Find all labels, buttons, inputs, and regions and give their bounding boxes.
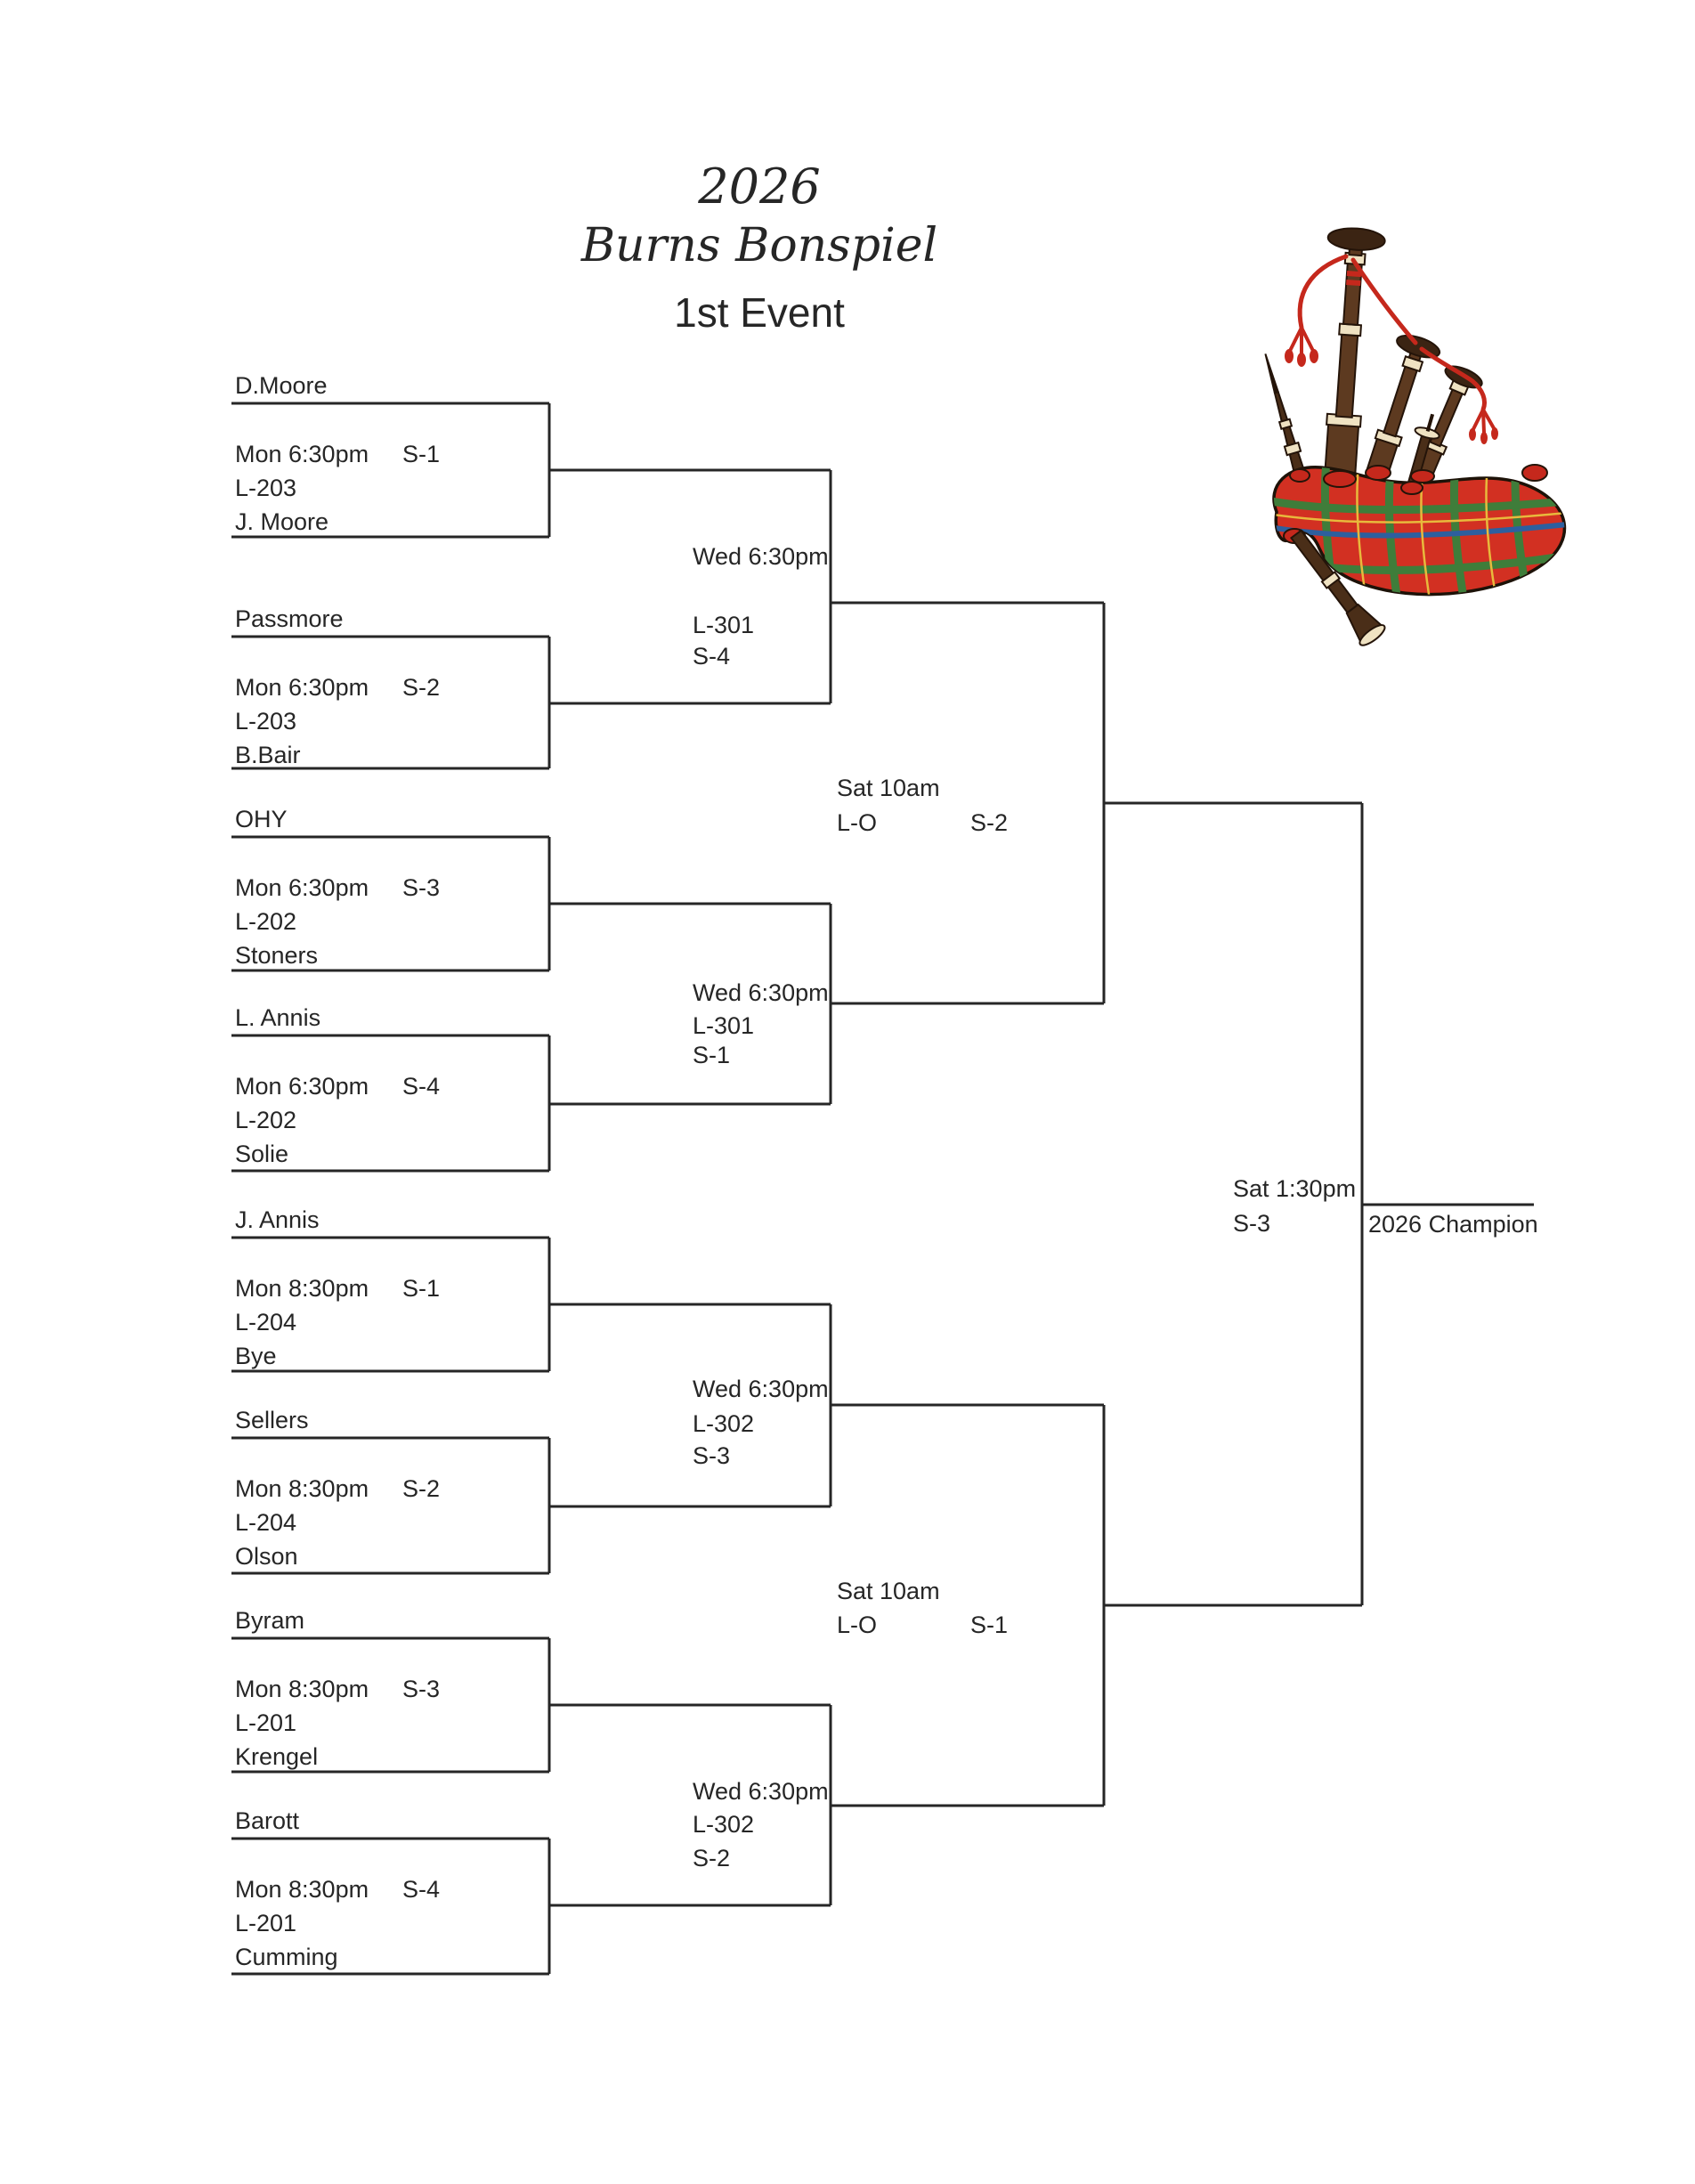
- game-time: Mon 6:30pm: [235, 674, 369, 701]
- player-bottom: J. Moore: [235, 508, 329, 535]
- location: L-202: [235, 1107, 297, 1133]
- game-time: Wed 6:30pm: [693, 543, 829, 570]
- player-top: Passmore: [235, 605, 344, 632]
- game-time: Mon 6:30pm: [235, 874, 369, 901]
- sheet: S-3: [1233, 1210, 1271, 1237]
- title-name: Burns Bonspiel: [580, 219, 938, 272]
- player-bottom: Stoners: [235, 942, 319, 969]
- sheet: S-1: [693, 1042, 731, 1068]
- location: L-201: [235, 1709, 297, 1736]
- sheet: S-4: [402, 1876, 441, 1903]
- game-time: Sat 1:30pm: [1233, 1175, 1357, 1202]
- sheet: S-1: [402, 441, 441, 467]
- location: L-O: [837, 809, 878, 836]
- game-time: Mon 6:30pm: [235, 1073, 369, 1100]
- location: L-204: [235, 1309, 297, 1336]
- sheet: S-4: [693, 643, 731, 670]
- game-time: Mon 6:30pm: [235, 441, 369, 467]
- sheet: S-2: [402, 1475, 441, 1502]
- location: L-301: [693, 1012, 755, 1039]
- game-time: Wed 6:30pm: [693, 979, 829, 1006]
- sheet: S-3: [693, 1442, 731, 1469]
- player-top: OHY: [235, 806, 288, 832]
- bagpipes-illustration: [1264, 227, 1567, 646]
- player-bottom: B.Bair: [235, 742, 301, 768]
- location: L-203: [235, 475, 297, 501]
- game-time: Wed 6:30pm: [693, 1376, 829, 1402]
- chanter: [1290, 529, 1386, 646]
- location: L-204: [235, 1509, 297, 1536]
- bass-drone: [1323, 227, 1386, 482]
- sheet: S-2: [693, 1845, 731, 1871]
- sheet: S-3: [402, 1676, 441, 1702]
- player-top: Sellers: [235, 1407, 309, 1433]
- player-bottom: Bye: [235, 1343, 277, 1369]
- sheet: S-2: [970, 809, 1009, 836]
- champion-label: 2026 Champion: [1368, 1211, 1538, 1238]
- game-time: Sat 10am: [837, 1578, 940, 1604]
- location: L-301: [693, 612, 755, 638]
- sheet: S-4: [402, 1073, 441, 1100]
- location: L-O: [837, 1612, 878, 1638]
- blowpipe: [1264, 353, 1308, 482]
- player-top: L. Annis: [235, 1004, 321, 1031]
- game-time: Sat 10am: [837, 775, 940, 801]
- sheet: S-3: [402, 874, 441, 901]
- location: L-302: [693, 1410, 755, 1437]
- game-time: Mon 8:30pm: [235, 1475, 369, 1502]
- player-bottom: Krengel: [235, 1743, 319, 1770]
- player-bottom: Olson: [235, 1543, 298, 1570]
- location: L-201: [235, 1910, 297, 1936]
- bag-frills: [1283, 464, 1548, 544]
- game-time: Mon 8:30pm: [235, 1876, 369, 1903]
- drone-cords: [1285, 254, 1498, 444]
- title-event: 1st Event: [674, 289, 845, 336]
- player-top: D.Moore: [235, 372, 328, 399]
- game-time: Mon 8:30pm: [235, 1676, 369, 1702]
- player-bottom: Solie: [235, 1141, 289, 1167]
- player-top: Barott: [235, 1807, 300, 1834]
- player-bottom: Cumming: [235, 1944, 338, 1970]
- location: L-302: [693, 1811, 755, 1838]
- player-top: J. Annis: [235, 1206, 320, 1233]
- location: L-202: [235, 908, 297, 935]
- sheet: S-1: [402, 1275, 441, 1302]
- tartan-bag: [1272, 466, 1567, 597]
- sheet: S-1: [970, 1612, 1009, 1638]
- sheet: S-2: [402, 674, 441, 701]
- location: L-203: [235, 708, 297, 735]
- game-time: Wed 6:30pm: [693, 1778, 829, 1805]
- game-time: Mon 8:30pm: [235, 1275, 369, 1302]
- title-year: 2026: [698, 158, 821, 215]
- player-top: Byram: [235, 1607, 305, 1634]
